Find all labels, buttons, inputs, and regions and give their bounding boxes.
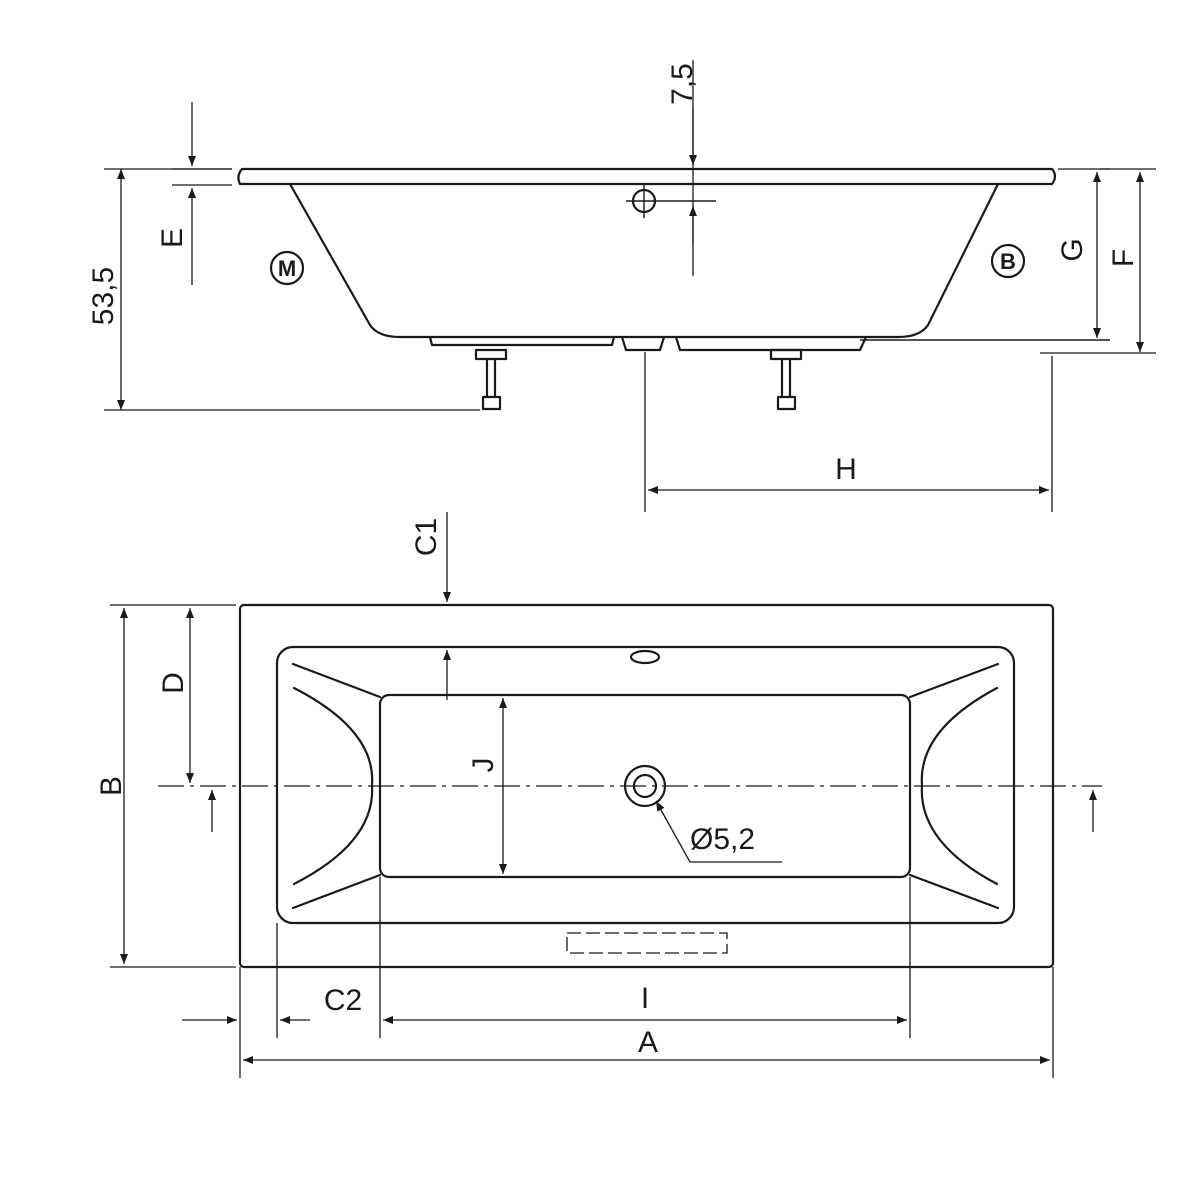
drain: Ø5,2 xyxy=(623,764,782,863)
tub-bottom-strip-left xyxy=(428,335,616,347)
adjustable-foot-right xyxy=(769,348,803,411)
badge-right-label: B xyxy=(1000,249,1016,274)
dim-g-label: G xyxy=(1056,238,1089,261)
dim-c2: C2 xyxy=(182,984,362,1024)
dim-b-label: B xyxy=(95,776,128,796)
top-view: Ø5,2 B D C1 J xyxy=(95,512,1102,1078)
dim-g: G xyxy=(1056,168,1110,338)
backrest-left xyxy=(292,686,374,886)
dim-top-offset-label: 7,5 xyxy=(666,63,699,105)
badge-left-label: M xyxy=(278,256,296,281)
dim-h: H xyxy=(644,352,1053,512)
dim-c2-label: C2 xyxy=(324,984,362,1017)
dim-f: F xyxy=(1040,168,1156,354)
dim-c1: C1 xyxy=(410,512,451,700)
dim-a: A xyxy=(243,1026,1050,1064)
tub-rim xyxy=(237,167,1057,186)
dim-c1-label: C1 xyxy=(410,518,443,556)
dim-total-height-label: 53,5 xyxy=(87,267,120,325)
corner-slopes xyxy=(291,662,1000,910)
adjustable-foot-left xyxy=(474,348,508,411)
dim-b: B xyxy=(95,604,236,968)
tub-drain-bottom xyxy=(620,335,666,352)
tub-inner-rim xyxy=(275,645,1016,925)
handle-outline xyxy=(566,932,728,954)
tub-bottom-strip-right xyxy=(674,335,868,352)
dim-total-height: 53,5 xyxy=(87,168,480,411)
dim-i: I xyxy=(383,982,907,1024)
backrest-right xyxy=(920,686,999,886)
dim-top-offset: 7,5 xyxy=(666,60,699,276)
tub-basin xyxy=(288,182,1000,339)
dim-j: J xyxy=(467,698,507,874)
dim-j-label: J xyxy=(467,758,500,773)
dim-d-label: D xyxy=(157,672,190,694)
dim-i-label: I xyxy=(641,982,649,1015)
dim-d: D xyxy=(157,608,194,783)
badge-left: M xyxy=(269,250,305,286)
dim-f-label: F xyxy=(1107,249,1140,267)
overflow-opening xyxy=(629,649,661,665)
dim-a-label: A xyxy=(638,1026,658,1059)
dim-h-label: H xyxy=(835,453,857,486)
dim-e: E xyxy=(156,102,232,285)
dim-e-label: E xyxy=(156,228,189,248)
side-view: M B 7,5 E 53,5 xyxy=(87,60,1156,512)
overflow-symbol xyxy=(626,184,716,218)
drain-diameter-label: Ø5,2 xyxy=(690,823,755,856)
badge-right: B xyxy=(990,243,1026,279)
